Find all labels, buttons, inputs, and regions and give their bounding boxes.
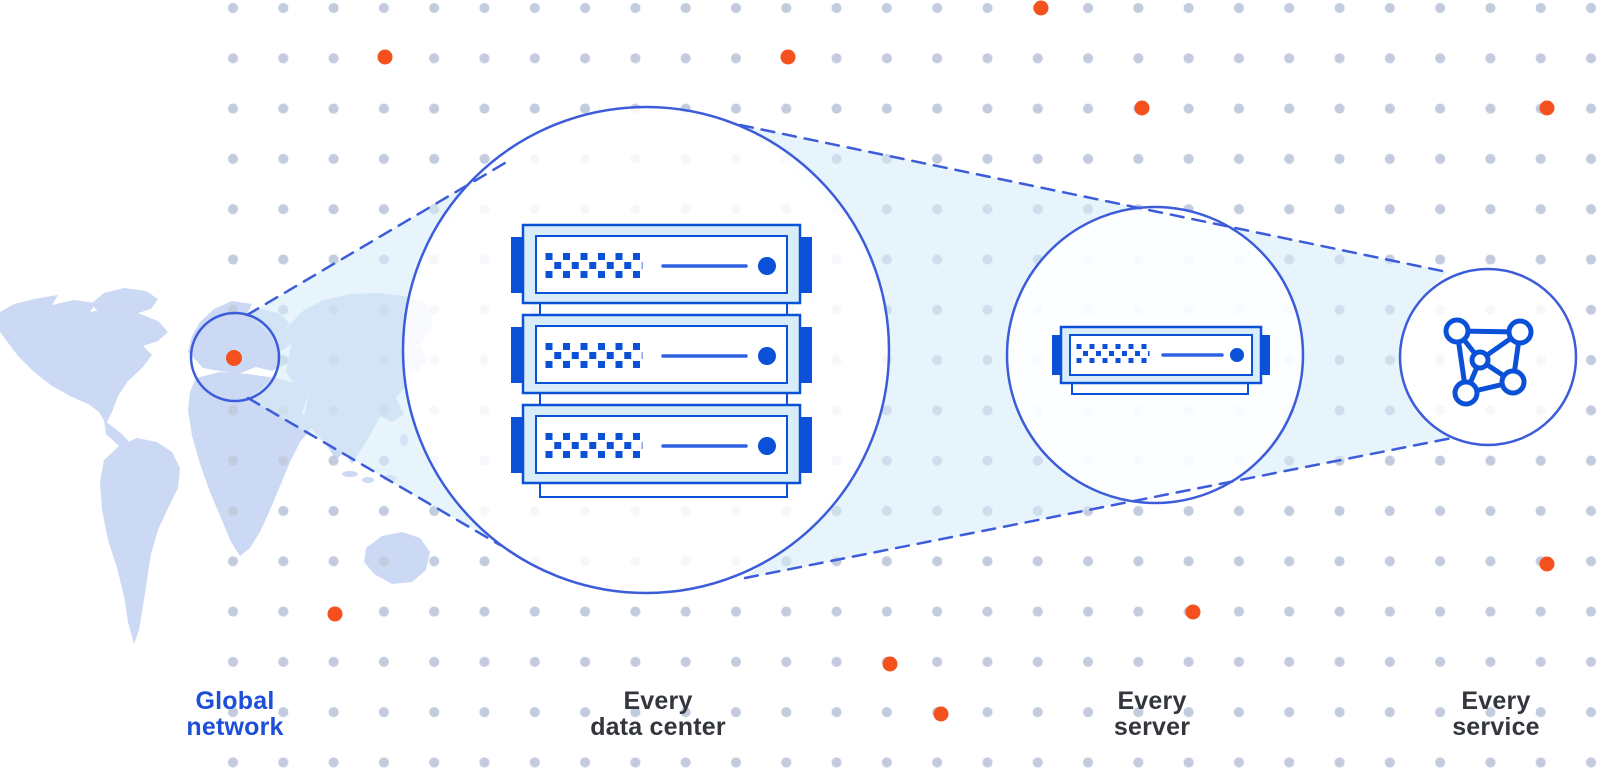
- mesh-node: [1506, 318, 1534, 346]
- server-led: [1230, 348, 1244, 362]
- mesh-node: [1452, 379, 1480, 407]
- orange-dot: [780, 49, 796, 65]
- orange-dot: [1539, 100, 1555, 116]
- server-side-tab: [1052, 335, 1061, 375]
- orange-dot: [882, 656, 898, 672]
- rack-connector: [539, 392, 788, 406]
- orange-dot: [1185, 604, 1201, 620]
- server-unit: [511, 223, 812, 305]
- server-unit: [511, 313, 812, 395]
- server-side-tab: [799, 327, 812, 383]
- map-north-america: [0, 295, 168, 424]
- map-central-america: [104, 420, 130, 446]
- server-unit: [511, 403, 812, 485]
- rack-base: [1071, 382, 1249, 395]
- server-led: [758, 347, 776, 365]
- mesh-node: [1499, 368, 1527, 396]
- rack-base: [539, 482, 788, 498]
- dashed-guide-lower-right: [743, 436, 1454, 580]
- server-side-tab: [799, 417, 812, 473]
- map-greenland: [92, 288, 158, 315]
- dashed-guide-upper-left: [245, 161, 507, 317]
- server-side-tab: [511, 417, 524, 473]
- dashed-guide-upper-right: [738, 123, 1449, 274]
- server-dot-matrix: [545, 433, 643, 458]
- server-led: [758, 257, 776, 275]
- mesh-node-center: [1469, 349, 1491, 371]
- datacenter-stack-icon: [511, 223, 812, 498]
- server-dot-matrix: [545, 253, 643, 278]
- dashed-guide-lower-left: [246, 396, 502, 547]
- mesh-node: [1443, 317, 1471, 345]
- orange-dot: [377, 49, 393, 65]
- location-marker-dot: [226, 350, 242, 366]
- zoom-beam-map-to-datacenter: [247, 163, 505, 545]
- rack-connector: [539, 302, 788, 316]
- server-icon: [1052, 325, 1270, 395]
- orange-dot: [933, 706, 949, 722]
- server-side-tab: [1261, 335, 1270, 375]
- server-dot-matrix: [1076, 344, 1150, 363]
- server-side-tab: [511, 327, 524, 383]
- orange-accent-dots: [226, 0, 1555, 722]
- orange-dot: [327, 606, 343, 622]
- orange-dot: [1539, 556, 1555, 572]
- server-dot-matrix: [545, 343, 643, 368]
- server-side-tab: [799, 237, 812, 293]
- server-side-tab: [511, 237, 524, 293]
- orange-dot: [1033, 0, 1049, 16]
- server-led: [758, 437, 776, 455]
- mesh-network-icon: [1443, 317, 1534, 407]
- map-south-america: [100, 438, 180, 644]
- map-highlight-circle: [189, 311, 281, 403]
- orange-dot: [1134, 100, 1150, 116]
